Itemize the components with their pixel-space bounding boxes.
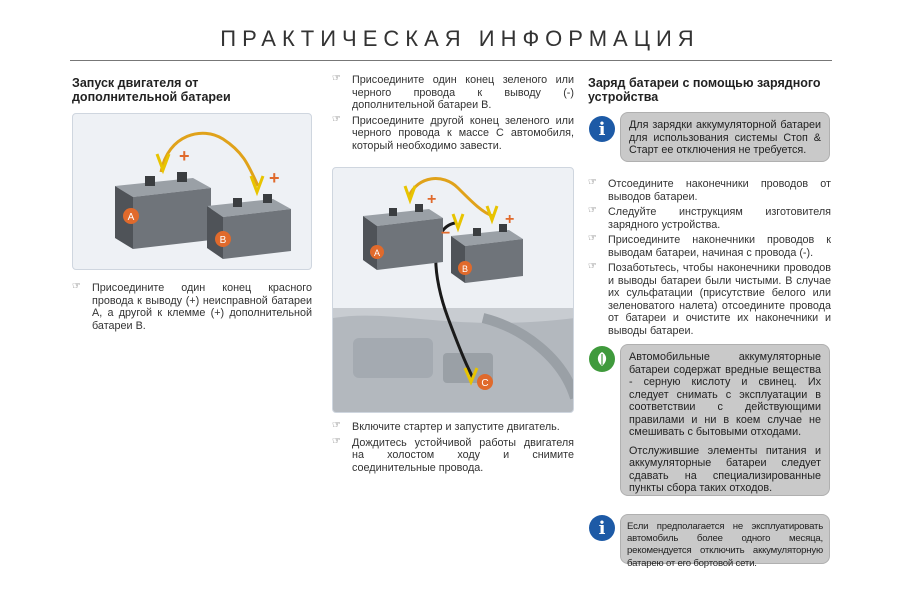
info-box-long-storage: Если предполагается не эксплуатировать а…: [620, 514, 830, 569]
info-icon-2: i: [589, 515, 615, 541]
clamp-c: [463, 367, 479, 386]
ground-connection-diagram: A + B + − C: [333, 177, 573, 412]
info-glyph: i: [598, 118, 606, 140]
plus-sign-b: +: [505, 211, 514, 228]
plus-sign-b: +: [269, 168, 280, 188]
title-divider: [70, 60, 832, 61]
info-box-stop-start: Для зарядки аккумуляторной батареи для и…: [620, 112, 830, 162]
battery-a-label-circle: [123, 208, 139, 224]
battery-a-label: A: [374, 248, 380, 258]
plus-sign-a: +: [427, 191, 436, 208]
clamp-b: [249, 175, 265, 197]
recycle-leaf-icon: [589, 346, 615, 372]
right-bullet-1: Отсоедините наконечники проводов от выво…: [588, 177, 831, 203]
ground-label: C: [481, 378, 488, 389]
right-bullet-3: Присоедините наконечники проводов к выво…: [588, 233, 831, 259]
info-glyph-2: i: [598, 517, 606, 539]
info-box-stop-start-text: Для зарядки аккумуляторной батареи для и…: [629, 119, 821, 156]
ground-label-circle: [477, 374, 493, 390]
right-bullets: Отсоедините наконечники проводов от выво…: [588, 177, 831, 340]
middle-bullet-3: Включите стартер и запустите двигатель.: [332, 420, 574, 434]
eco-box-paragraph-1: Автомобильные аккумуляторные батареи сод…: [629, 351, 821, 438]
batteries-diagram: A + B +: [115, 131, 291, 259]
page-title: ПРАКТИЧЕСКАЯ ИНФОРМАЦИЯ: [220, 26, 700, 51]
two-batteries-illustration: A + B +: [72, 113, 312, 270]
battery-b: B: [207, 194, 291, 259]
battery-b-label-circle: [215, 231, 231, 247]
info-box-long-storage-text: Если предполагается не эксплуатировать а…: [627, 521, 823, 569]
right-bullet-4: Позаботьтесь, чтобы наконечники проводов…: [588, 261, 831, 337]
middle-bullet-1: Присоедините один конец зеленого или чер…: [332, 73, 574, 112]
left-section-heading: Запуск двигателя от дополнительной батар…: [72, 76, 231, 104]
clamp-a: [155, 153, 171, 175]
eco-box-paragraph-2: Отслужившие элементы питания и аккумулят…: [629, 444, 821, 495]
battery-a: A: [363, 204, 443, 270]
middle-bullet-2: Присоедините другой конец зеленого или ч…: [332, 114, 574, 153]
right-section-heading: Заряд батареи с помощью зарядного устрой…: [588, 76, 821, 104]
eco-box-battery-disposal: Автомобильные аккумуляторные батареи сод…: [620, 344, 830, 496]
battery-b-label: B: [462, 264, 468, 274]
positive-jumper-wire: [159, 131, 260, 187]
minus-sign-b: −: [441, 225, 450, 242]
clamp-b-positive: [485, 205, 499, 225]
clamp-b-negative: [451, 213, 465, 233]
left-bullet-1: Присоедините один конец красного провода…: [72, 281, 312, 332]
middle-bullets-bottom: Включите стартер и запустите двигатель. …: [332, 420, 574, 477]
plus-sign-a: +: [179, 146, 190, 166]
battery-a: A: [115, 172, 211, 249]
leaf-icon: [597, 352, 607, 366]
left-bullets: Присоедините один конец красного провода…: [72, 281, 312, 335]
right-bullet-2: Следуйте инструкциям изготовителя зарядн…: [588, 205, 831, 231]
ground-connection-illustration: A + B + − C: [332, 167, 574, 413]
info-icon: i: [589, 116, 615, 142]
middle-bullet-4: Дождитесь устойчивой работы двигателя на…: [332, 436, 574, 475]
battery-a-label: A: [128, 212, 135, 223]
clamp-a: [403, 185, 417, 205]
battery-b-label: B: [220, 235, 227, 246]
middle-bullets-top: Присоедините один конец зеленого или чер…: [332, 73, 574, 155]
battery-b: B: [451, 224, 523, 283]
positive-jumper-wire: [407, 177, 494, 218]
